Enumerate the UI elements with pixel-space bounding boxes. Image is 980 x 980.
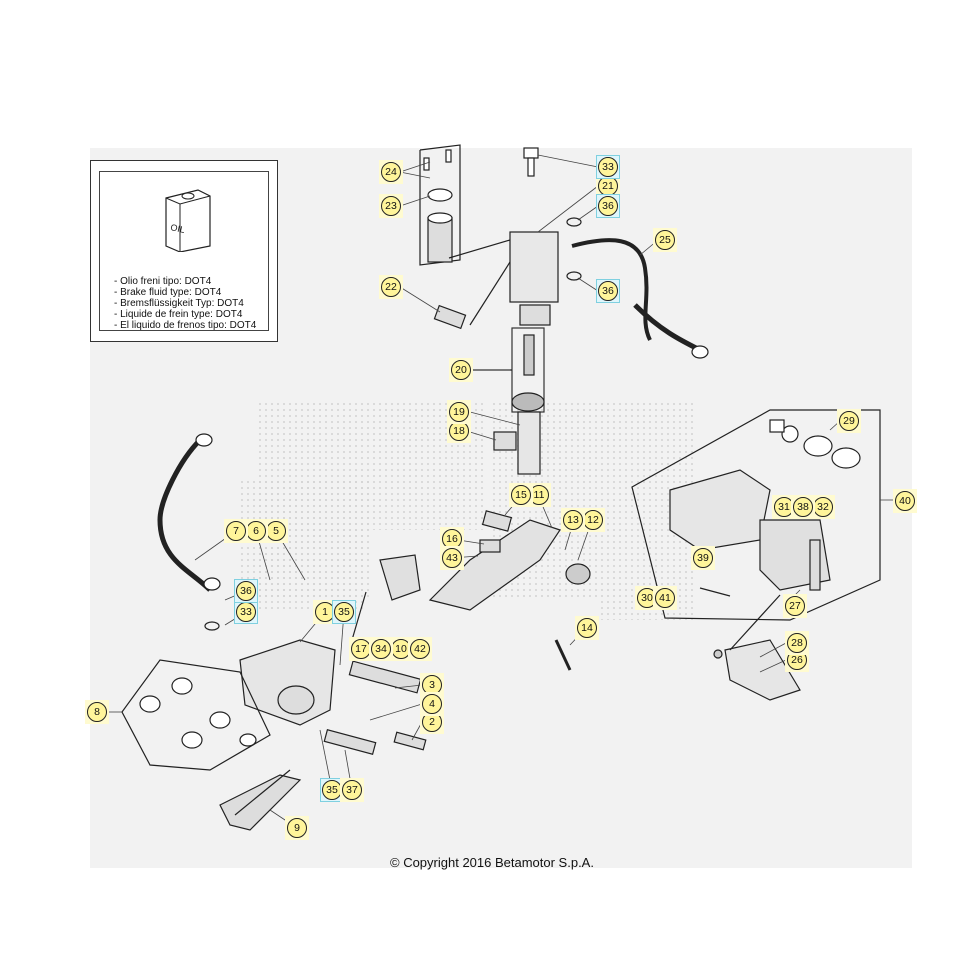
callout-number: 18 — [449, 421, 469, 441]
callout-35: 35 — [320, 778, 344, 802]
callout-37: 37 — [340, 778, 364, 802]
callout-number: 35 — [334, 602, 354, 622]
callout-43: 43 — [440, 546, 464, 570]
callout-number: 40 — [895, 491, 915, 511]
fluid-line-es: - El liquido de frenos tipo: DOT4 — [114, 320, 257, 331]
callout-number: 36 — [598, 281, 618, 301]
fluid-line-it: - Olio freni tipo: DOT4 — [114, 276, 212, 287]
callout-13: 13 — [561, 508, 585, 532]
callout-number: 4 — [422, 694, 442, 714]
copyright-text: © Copyright 2016 Betamotor S.p.A. — [390, 855, 594, 870]
callout-36: 36 — [234, 579, 258, 603]
callout-number: 14 — [577, 618, 597, 638]
callout-35: 35 — [332, 600, 356, 624]
callout-number: 33 — [236, 602, 256, 622]
callout-32: 32 — [811, 495, 835, 519]
callout-number: 6 — [246, 521, 266, 541]
callout-29: 29 — [837, 409, 861, 433]
callout-18: 18 — [447, 419, 471, 443]
fluid-line-de: - Bremsflüssigkeit Typ: DOT4 — [114, 298, 244, 309]
callout-number: 37 — [342, 780, 362, 800]
callout-41: 41 — [653, 586, 677, 610]
callout-number: 20 — [451, 360, 471, 380]
callout-23: 23 — [379, 194, 403, 218]
master-cylinder-drawing — [419, 144, 709, 413]
callout-number: 38 — [793, 497, 813, 517]
callout-28: 28 — [785, 631, 809, 655]
callout-number: 29 — [839, 411, 859, 431]
callout-number: 35 — [322, 780, 342, 800]
callout-number: 42 — [410, 639, 430, 659]
callout-36: 36 — [596, 279, 620, 303]
callout-number: 28 — [787, 633, 807, 653]
brake-pedal-drawing — [351, 411, 591, 671]
brake-fluid-info-inner: OIL - Olio freni tipo: DOT4 - Brake flui… — [99, 171, 269, 331]
callout-number: 15 — [511, 485, 531, 505]
callout-number: 24 — [381, 162, 401, 182]
callout-6: 6 — [244, 519, 268, 543]
callout-21: 21 — [596, 174, 620, 198]
callout-number: 8 — [87, 702, 107, 722]
callout-number: 13 — [563, 510, 583, 530]
fluid-line-fr: - Liquide de frein type: DOT4 — [114, 309, 243, 320]
callout-36: 36 — [596, 194, 620, 218]
callout-number: 34 — [371, 639, 391, 659]
rear-caliper-drawing — [631, 409, 881, 701]
callout-number: 7 — [226, 521, 246, 541]
callout-39: 39 — [691, 546, 715, 570]
callout-4: 4 — [420, 692, 444, 716]
watermark-dots — [240, 400, 695, 620]
fluid-line-en: - Brake fluid type: DOT4 — [114, 287, 222, 298]
callout-5: 5 — [264, 519, 288, 543]
callout-number: 36 — [598, 196, 618, 216]
callout-15: 15 — [509, 483, 533, 507]
callout-19: 19 — [447, 400, 471, 424]
brake-fluid-info-box: OIL - Olio freni tipo: DOT4 - Brake flui… — [90, 160, 278, 342]
callout-number: 36 — [236, 581, 256, 601]
callout-38: 38 — [791, 495, 815, 519]
callout-number: 31 — [774, 497, 794, 517]
callout-number: 23 — [381, 196, 401, 216]
callout-number: 43 — [442, 548, 462, 568]
oil-can-label: OIL — [170, 222, 186, 235]
callout-number: 21 — [598, 176, 618, 196]
callout-14: 14 — [575, 616, 599, 640]
callout-12: 12 — [581, 508, 605, 532]
callout-33: 33 — [234, 600, 258, 624]
callout-42: 42 — [408, 637, 432, 661]
front-caliper-drawing — [121, 433, 427, 831]
callout-number: 33 — [598, 157, 618, 177]
callout-20: 20 — [449, 358, 473, 382]
callout-number: 39 — [693, 548, 713, 568]
callout-7: 7 — [224, 519, 248, 543]
callout-8: 8 — [85, 700, 109, 724]
callout-17: 17 — [349, 637, 373, 661]
callout-24: 24 — [379, 160, 403, 184]
callout-27: 27 — [783, 594, 807, 618]
callout-number: 22 — [381, 277, 401, 297]
callout-number: 12 — [583, 510, 603, 530]
callout-25: 25 — [653, 228, 677, 252]
callout-22: 22 — [379, 275, 403, 299]
callout-number: 27 — [785, 596, 805, 616]
callout-number: 41 — [655, 588, 675, 608]
callout-number: 25 — [655, 230, 675, 250]
callout-33: 33 — [596, 155, 620, 179]
callout-40: 40 — [893, 489, 917, 513]
callout-9: 9 — [285, 816, 309, 840]
callout-number: 9 — [287, 818, 307, 838]
callout-34: 34 — [369, 637, 393, 661]
oil-can-icon: OIL — [165, 189, 211, 252]
callout-number: 32 — [813, 497, 833, 517]
callout-number: 17 — [351, 639, 371, 659]
callout-number: 5 — [266, 521, 286, 541]
callout-number: 19 — [449, 402, 469, 422]
